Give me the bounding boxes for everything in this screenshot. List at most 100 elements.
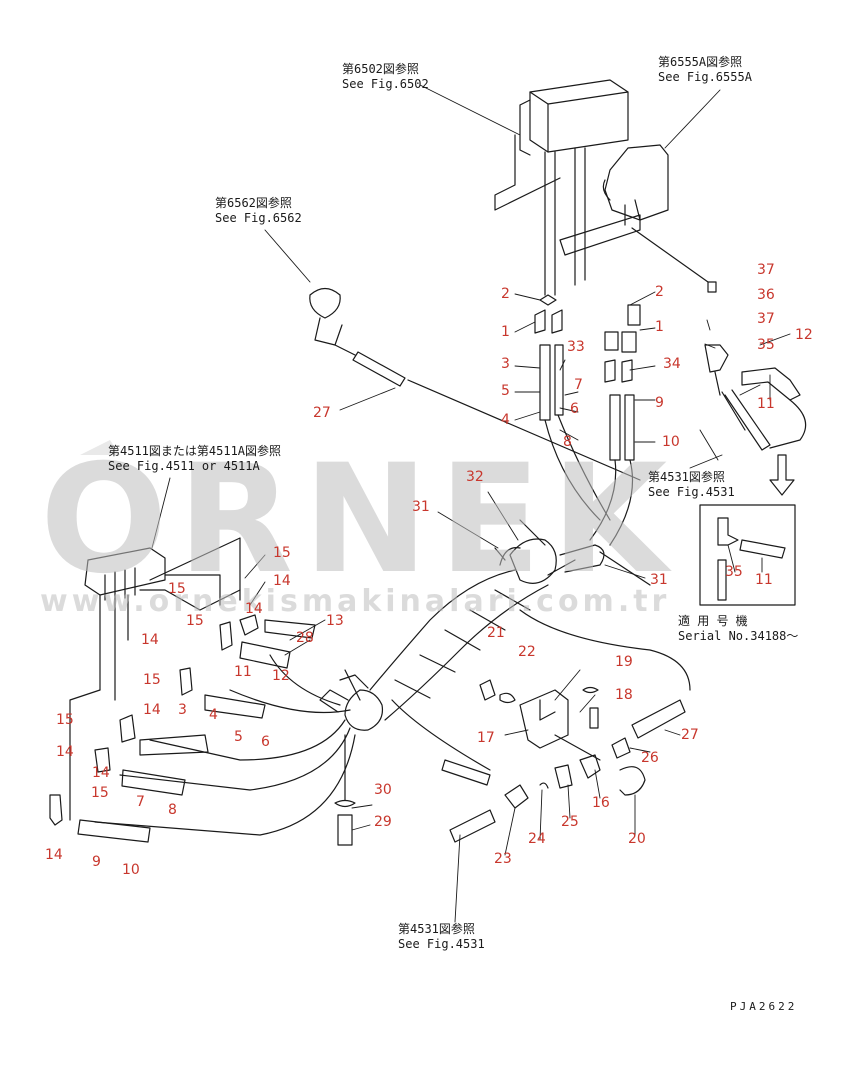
part-label: 7 bbox=[136, 794, 145, 810]
leader-lines bbox=[151, 84, 791, 923]
part-label: 9 bbox=[655, 395, 664, 411]
part-label: 1 bbox=[655, 319, 664, 335]
part-label: 18 bbox=[615, 687, 633, 703]
part-label: 37 bbox=[757, 262, 775, 278]
part-label: 11 bbox=[755, 572, 773, 588]
ref-4531-upper-en: See Fig.4531 bbox=[648, 485, 735, 499]
part-label: 29 bbox=[374, 814, 392, 830]
part-label: 16 bbox=[592, 795, 610, 811]
part-label: 24 bbox=[528, 831, 546, 847]
part-label: 5 bbox=[234, 729, 243, 745]
part-label: 15 bbox=[186, 613, 204, 629]
part-label: 1 bbox=[501, 324, 510, 340]
serial-inset-box bbox=[699, 454, 796, 606]
swivel-ball bbox=[309, 287, 641, 481]
part-label: 15 bbox=[91, 785, 109, 801]
part-label: 3 bbox=[178, 702, 187, 718]
part-label: 14 bbox=[141, 632, 159, 648]
part-label: 26 bbox=[641, 750, 659, 766]
part-label: 11 bbox=[234, 664, 252, 680]
part-label: 23 bbox=[494, 851, 512, 867]
part-label: 14 bbox=[245, 601, 263, 617]
part-label: 2 bbox=[501, 286, 510, 302]
part-label: 36 bbox=[757, 287, 775, 303]
serial-note: 適 用 号 機 Serial No.34188～ bbox=[678, 614, 798, 644]
ref-4531-upper-jp: 第4531図参照 bbox=[648, 470, 725, 484]
hose-runs bbox=[94, 654, 356, 836]
part-label: 20 bbox=[628, 831, 646, 847]
bracket-assembly bbox=[334, 679, 686, 846]
part-label: 15 bbox=[168, 581, 186, 597]
watermark-brand: ORNEK bbox=[40, 433, 678, 607]
part-label: 14 bbox=[143, 702, 161, 718]
control-lever-unit bbox=[559, 144, 709, 283]
part-label: 27 bbox=[313, 405, 331, 421]
part-label: 28 bbox=[296, 630, 314, 646]
ref-6562: 第6562図参照 See Fig.6562 bbox=[215, 196, 302, 226]
ref-4531-lower: 第4531図参照 See Fig.4531 bbox=[398, 922, 485, 952]
part-label: 4 bbox=[209, 707, 218, 723]
ref-4511-jp: 第4511図または第4511A図参照 bbox=[108, 444, 282, 458]
drawing-code: PJA2622 bbox=[730, 1000, 798, 1013]
part-label: 7 bbox=[574, 377, 583, 393]
part-label: 35 bbox=[757, 337, 775, 353]
ref-4531-upper: 第4531図参照 See Fig.4531 bbox=[648, 470, 735, 500]
part-label: 37 bbox=[757, 311, 775, 327]
ref-6502: 第6502図参照 See Fig.6502 bbox=[342, 62, 429, 92]
ref-6555a-en: See Fig.6555A bbox=[658, 70, 752, 84]
part-label: 25 bbox=[561, 814, 579, 830]
part-label: 15 bbox=[273, 545, 291, 561]
part-label: 21 bbox=[487, 625, 505, 641]
part-label: 17 bbox=[477, 730, 495, 746]
watermark-url: www.ornekismakinalari.com.tr bbox=[40, 584, 671, 619]
part-label: 31 bbox=[412, 499, 430, 515]
part-label: 5 bbox=[501, 383, 510, 399]
part-label: 11 bbox=[757, 396, 775, 412]
control-valve-block bbox=[494, 79, 629, 296]
part-label: 9 bbox=[92, 854, 101, 870]
ref-4511: 第4511図または第4511A図参照 See Fig.4511 or 4511A bbox=[108, 444, 281, 474]
part-label: 22 bbox=[518, 644, 536, 660]
part-label: 10 bbox=[662, 434, 680, 450]
part-label: 15 bbox=[56, 712, 74, 728]
right-fittings bbox=[704, 281, 807, 451]
ref-6502-en: See Fig.6502 bbox=[342, 77, 429, 91]
part-label: 19 bbox=[615, 654, 633, 670]
part-label: 30 bbox=[374, 782, 392, 798]
part-label: 31 bbox=[650, 572, 668, 588]
serial-note-en: Serial No.34188～ bbox=[678, 629, 799, 643]
part-label: 35 bbox=[725, 564, 743, 580]
part-label: 8 bbox=[168, 802, 177, 818]
part-label: 33 bbox=[567, 339, 585, 355]
part-label: 10 bbox=[122, 862, 140, 878]
swivel-joint-bundle bbox=[494, 519, 651, 586]
ref-4511-en: See Fig.4511 or 4511A bbox=[108, 459, 260, 473]
part-label: 2 bbox=[655, 284, 664, 300]
ref-4531-lower-en: See Fig.4531 bbox=[398, 937, 485, 951]
part-label: 6 bbox=[261, 734, 270, 750]
part-label: 14 bbox=[92, 765, 110, 781]
part-label: 14 bbox=[45, 847, 63, 863]
main-hose-bundle bbox=[319, 569, 691, 771]
part-label: 12 bbox=[272, 668, 290, 684]
part-label: 27 bbox=[681, 727, 699, 743]
ref-6502-jp: 第6502図参照 bbox=[342, 62, 419, 76]
part-label: 15 bbox=[143, 672, 161, 688]
fittings-left-column bbox=[534, 294, 641, 546]
part-label: 12 bbox=[795, 327, 813, 343]
ref-6555a-jp: 第6555A図参照 bbox=[658, 55, 743, 69]
part-label: 14 bbox=[273, 573, 291, 589]
ref-6562-jp: 第6562図参照 bbox=[215, 196, 292, 210]
part-label: 34 bbox=[663, 356, 681, 372]
part-label: 3 bbox=[501, 356, 510, 372]
part-label: 8 bbox=[563, 434, 572, 450]
part-label: 6 bbox=[570, 401, 579, 417]
left-fittings bbox=[49, 614, 316, 843]
part-label: 14 bbox=[56, 744, 74, 760]
part-label: 13 bbox=[326, 613, 344, 629]
ref-6555a: 第6555A図参照 See Fig.6555A bbox=[658, 55, 752, 85]
ref-4531-lower-jp: 第4531図参照 bbox=[398, 922, 475, 936]
part-label: 4 bbox=[501, 412, 510, 428]
part-label: 32 bbox=[466, 469, 484, 485]
